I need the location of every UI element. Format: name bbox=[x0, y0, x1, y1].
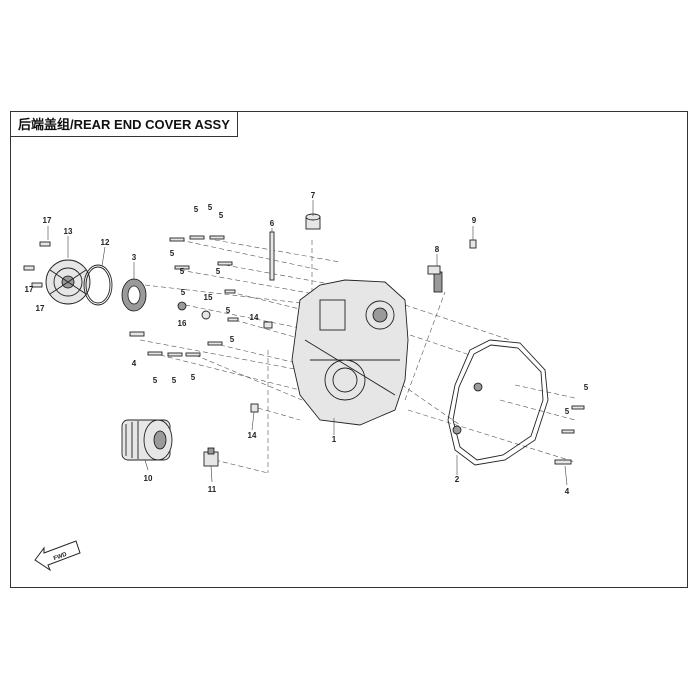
bolts-4 bbox=[129, 331, 572, 465]
callout-17: 17 bbox=[25, 285, 34, 294]
callout-17: 17 bbox=[36, 304, 45, 313]
callout-15: 15 bbox=[204, 293, 213, 302]
fwd-label: FWD bbox=[53, 552, 69, 563]
gasket-part bbox=[447, 339, 549, 466]
callout-11: 11 bbox=[208, 485, 217, 494]
callout-5: 5 bbox=[181, 288, 186, 297]
union-bolt-part bbox=[203, 447, 219, 467]
page-title: 后端盖组/REAR END COVER ASSY bbox=[18, 117, 230, 132]
diagram-frame bbox=[10, 111, 688, 588]
callout-5: 5 bbox=[584, 383, 589, 392]
title-box: 后端盖组/REAR END COVER ASSY bbox=[10, 111, 238, 137]
callout-5: 5 bbox=[226, 306, 231, 315]
callout-5: 5 bbox=[170, 249, 175, 258]
callout-5: 5 bbox=[565, 407, 570, 416]
bolts-5 bbox=[147, 235, 585, 434]
callout-4: 4 bbox=[565, 487, 570, 496]
callout-5: 5 bbox=[230, 335, 235, 344]
callout-12: 12 bbox=[101, 238, 110, 247]
callout-17: 17 bbox=[43, 216, 52, 225]
screw-9 bbox=[469, 239, 477, 249]
callout-10: 10 bbox=[144, 474, 153, 483]
callout-3: 3 bbox=[132, 253, 137, 262]
callout-6: 6 bbox=[270, 219, 275, 228]
cover-plate-part bbox=[45, 259, 91, 305]
callout-2: 2 bbox=[455, 475, 460, 484]
dowel-pins bbox=[177, 301, 273, 413]
callout-5: 5 bbox=[216, 267, 221, 276]
callout-7: 7 bbox=[311, 191, 316, 200]
callout-16: 16 bbox=[178, 319, 187, 328]
callouts: 17 13 12 3 17 17 5 5 5 5 5 5 5 5 5 5 5 5… bbox=[25, 191, 589, 496]
callout-9: 9 bbox=[472, 216, 477, 225]
callout-14: 14 bbox=[250, 313, 259, 322]
callout-8: 8 bbox=[435, 245, 440, 254]
stud-part bbox=[269, 231, 275, 281]
oil-filter-part bbox=[121, 419, 173, 461]
callout-14: 14 bbox=[248, 431, 257, 440]
fwd-arrow-icon: FWD bbox=[34, 540, 81, 572]
callout-5: 5 bbox=[191, 373, 196, 382]
bolts-17 bbox=[23, 241, 51, 288]
callout-5: 5 bbox=[172, 376, 177, 385]
callout-5: 5 bbox=[219, 211, 224, 220]
callout-4: 4 bbox=[132, 359, 137, 368]
rear-housing-part bbox=[291, 279, 409, 426]
callout-1: 1 bbox=[332, 435, 337, 444]
callout-5: 5 bbox=[180, 267, 185, 276]
o-ring-part bbox=[83, 264, 113, 306]
oil-seal-part bbox=[121, 278, 147, 312]
callout-13: 13 bbox=[64, 227, 73, 236]
sensor-part bbox=[427, 265, 443, 293]
leader-lines bbox=[47, 200, 568, 486]
sleeve-part bbox=[305, 213, 321, 230]
callout-5: 5 bbox=[208, 203, 213, 212]
callout-5: 5 bbox=[153, 376, 158, 385]
alignment-lines bbox=[139, 239, 576, 474]
callout-5: 5 bbox=[194, 205, 199, 214]
